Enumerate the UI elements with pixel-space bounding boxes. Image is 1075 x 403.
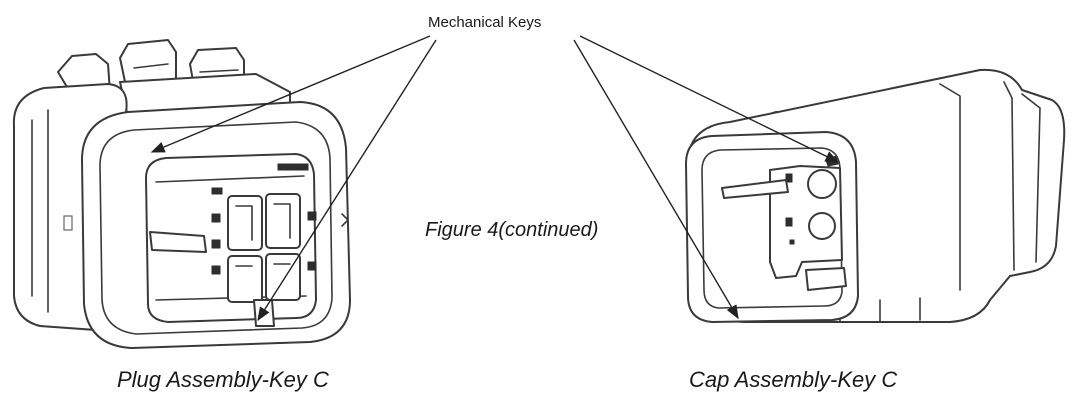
cap-assembly-caption: Cap Assembly-Key C [689, 367, 898, 392]
arrow-cap-bottom-key [573, 39, 739, 320]
figure-caption: Figure 4(continued) [425, 219, 599, 241]
plug-assembly-drawing [12, 39, 351, 349]
arrow-cap-top-key [579, 35, 840, 163]
arrow-plug-top-key [150, 35, 431, 153]
plug-assembly-caption: Plug Assembly-Key C [117, 367, 329, 392]
mechanical-keys-callout: Mechanical Keys [428, 14, 542, 31]
arrow-plug-bottom-key [257, 39, 437, 322]
cap-assembly-drawing [685, 68, 1066, 323]
mechanical-key-arrows [150, 35, 840, 322]
